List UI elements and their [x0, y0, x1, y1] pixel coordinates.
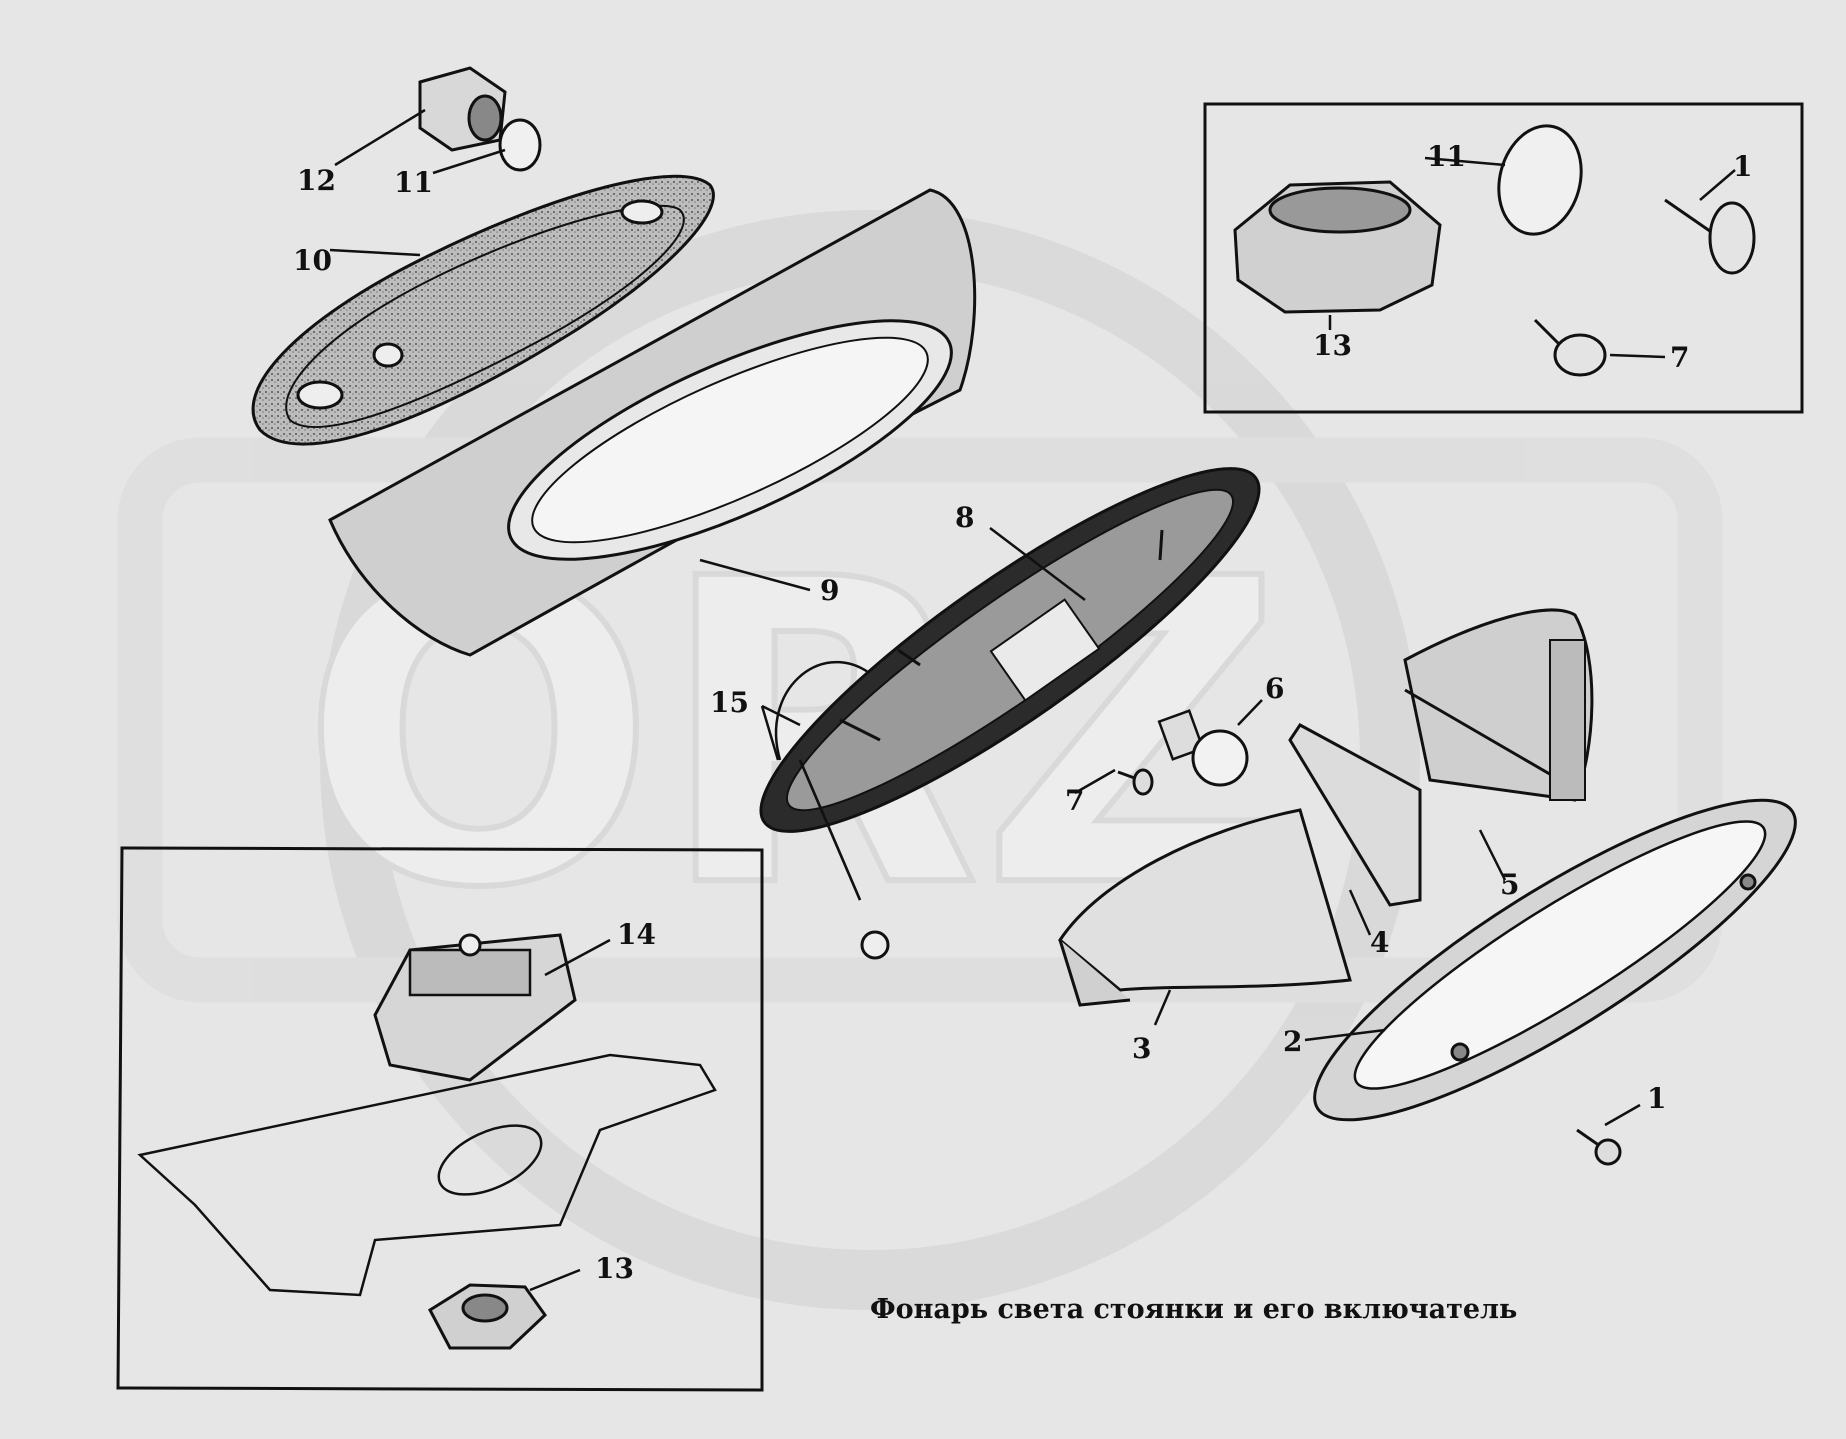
part-1-screw-bottom — [1576, 1128, 1622, 1166]
part-2-rim — [1313, 798, 1797, 1122]
label-1-inset: 1 — [1733, 150, 1752, 183]
part-10-gasket — [251, 174, 715, 446]
part-14-switch — [373, 933, 577, 1082]
bracket — [137, 1053, 717, 1297]
leader-lines — [329, 108, 1736, 1292]
label-6: 6 — [1265, 672, 1284, 705]
inset-part-1-screw — [1664, 198, 1756, 275]
part-8-lamp-base — [759, 467, 1261, 833]
inset-frame-fasteners — [1203, 102, 1804, 414]
inset-part-13-nut — [1233, 180, 1442, 314]
label-9: 9 — [820, 574, 839, 607]
part-12-hex-coupling — [418, 66, 507, 152]
part-5-reflector — [1403, 608, 1594, 802]
label-13-bottom: 13 — [595, 1252, 634, 1285]
label-5: 5 — [1500, 868, 1519, 901]
caption: Фонарь света стоянки и его включатель — [870, 1294, 1517, 1325]
label-7-center: 7 — [1065, 784, 1084, 817]
part-labels: 12 11 10 9 8 15 6 7 5 4 3 2 1 14 13 11 1… — [293, 140, 1752, 1285]
label-10: 10 — [293, 244, 332, 277]
label-11-inset: 11 — [1427, 140, 1466, 173]
label-4: 4 — [1370, 926, 1389, 959]
inset-frame-switch — [116, 846, 764, 1392]
part-9-housing — [328, 188, 977, 657]
label-7-inset: 7 — [1670, 341, 1689, 374]
part-11-lock-washer — [498, 118, 542, 172]
part-6-bulb — [1157, 709, 1249, 787]
label-8: 8 — [955, 501, 974, 534]
label-1-bottom: 1 — [1647, 1082, 1666, 1115]
part-3-cover — [1058, 808, 1352, 1007]
label-13-inset: 13 — [1313, 329, 1352, 362]
inset-part-7-screw — [1533, 318, 1607, 377]
label-12: 12 — [297, 164, 336, 197]
part-7-screw — [1117, 768, 1154, 796]
part-15-wire — [774, 648, 921, 960]
label-3: 3 — [1132, 1032, 1151, 1065]
label-14: 14 — [617, 918, 656, 951]
label-11-top: 11 — [394, 166, 433, 199]
part-4-lens — [1288, 723, 1422, 907]
inset-part-11-washer — [1497, 124, 1583, 236]
label-2: 2 — [1283, 1025, 1302, 1058]
inset-bottom-part-13-nut — [428, 1283, 547, 1350]
label-15: 15 — [710, 686, 749, 719]
